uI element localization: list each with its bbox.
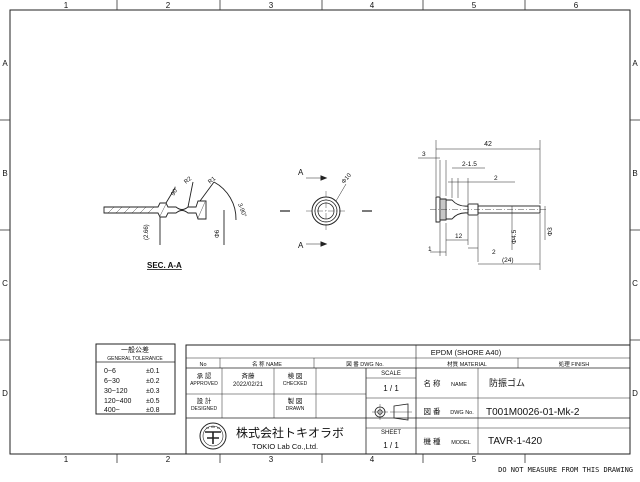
dim-2-top: 2 (494, 175, 498, 182)
approved-en: APPROVED (190, 381, 218, 387)
header-dwg: 図 番 DWG No. (346, 361, 384, 368)
tol-value-2: ±0.3 (146, 388, 160, 395)
designed-en: DESIGNED (191, 406, 218, 412)
checker-name: 斉藤 (242, 371, 256, 380)
header-finish: 処理 FINISH (559, 360, 590, 368)
company-name-en: TOKIO Lab Co.,Ltd. (252, 442, 318, 451)
dim-phi10: Φ10 (341, 172, 353, 185)
row-label-right-d: D (632, 389, 638, 398)
col-label-bottom-4: 4 (370, 455, 375, 464)
check-date: 2022/02/21 (233, 382, 264, 388)
name-value: 防振ゴム (489, 377, 525, 388)
model-label-en: MODEL (451, 440, 471, 446)
dim-3-90: 3-90° (236, 203, 247, 219)
company-logo-icon (199, 422, 227, 450)
checked-en: CHECKED (283, 381, 308, 387)
tolerance-subtitle: GENERAL TOLERANCE (107, 356, 163, 362)
header-name: 名 称 NAME (252, 360, 282, 368)
row-label-left-d: D (2, 389, 8, 398)
col-label-top-4: 4 (370, 1, 375, 10)
dwg-value: T001M0026-01-Mk-2 (486, 407, 580, 418)
col-label-top-1: 1 (64, 1, 69, 10)
row-label-right-b: B (632, 169, 637, 178)
dim-r1: R1 (207, 176, 217, 186)
sheet-value: 1 / 1 (383, 441, 399, 450)
row-label-right-a: A (632, 59, 638, 68)
side-view (418, 140, 548, 270)
dim-42: 42 (484, 141, 492, 148)
col-label-top-3: 3 (269, 1, 274, 10)
section-hatch (107, 201, 206, 219)
company-name-jp: 株式会社トキオラボ (236, 425, 344, 440)
section-marker-top: A (298, 168, 304, 177)
dim-phi6: Φ6 (215, 229, 221, 238)
tol-value-1: ±0.2 (146, 378, 160, 385)
col-label-top-6: 6 (574, 1, 579, 10)
dim-24: (24) (502, 257, 514, 264)
tol-range-0: 0~6 (104, 368, 116, 375)
tol-value-3: ±0.5 (146, 398, 160, 405)
dim-12: 12 (455, 233, 463, 240)
section-label: SEC. A-A (147, 261, 182, 270)
third-angle-projection-icon (372, 403, 412, 421)
dim-2-1-5: 2-1.5 (462, 161, 477, 168)
checked-jp: 検 図 (288, 371, 303, 380)
sheet-label: SHEET (381, 430, 401, 436)
dim-phi4-5: Φ4.5 (511, 229, 518, 244)
row-label-left-b: B (2, 169, 7, 178)
section-outline (103, 200, 207, 220)
dim-angle-90: 90° (171, 186, 181, 197)
dim-3: 3 (422, 151, 426, 158)
designed-jp: 設 計 (197, 396, 212, 405)
name-label-jp: 名 称 (423, 378, 441, 388)
sheet-border (9, 9, 631, 455)
col-label-top-2: 2 (166, 1, 171, 10)
dim-2-66: (2.66) (144, 224, 150, 240)
row-label-left-c: C (2, 279, 8, 288)
dim-phi3: Φ3 (547, 227, 554, 236)
tol-range-1: 6~30 (104, 378, 120, 385)
header-no: No (199, 362, 206, 368)
zone-ticks (0, 0, 640, 463)
col-label-bottom-2: 2 (166, 455, 171, 464)
dwg-label-jp: 図 番 (423, 406, 441, 416)
tol-value-4: ±0.8 (146, 407, 160, 414)
drawn-en: DRAWN (286, 406, 305, 412)
section-view (103, 181, 237, 245)
col-label-bottom-1: 1 (64, 455, 69, 464)
col-label-top-5: 5 (472, 1, 477, 10)
row-label-right-c: C (632, 279, 638, 288)
dim-2-bottom: 2 (492, 249, 496, 256)
end-view (280, 175, 372, 247)
header-material: 材質 MATERIAL (447, 360, 487, 368)
scale-value: 1 / 1 (383, 384, 399, 393)
title-block (185, 344, 631, 455)
footer-note: DO NOT MEASURE FROM THIS DRAWING (498, 466, 633, 474)
material-value: EPDM (SHORE A40) (431, 348, 502, 357)
row-label-left-a: A (2, 59, 8, 68)
dim-1: 1 (428, 246, 432, 253)
dwg-label-en: DWG No. (450, 410, 474, 416)
model-label-jp: 機 種 (423, 436, 441, 446)
dim-r2: R2 (183, 176, 193, 186)
col-label-bottom-3: 3 (269, 455, 274, 464)
approved-jp: 承 認 (197, 371, 212, 380)
model-value: TAVR-1-420 (488, 436, 543, 447)
scale-label: SCALE (381, 371, 401, 377)
tol-range-2: 30~120 (104, 388, 128, 395)
drawn-jp: 製 図 (288, 396, 303, 405)
name-label-en: NAME (451, 382, 467, 388)
section-marker-bottom: A (298, 241, 304, 250)
tolerance-table: 一般公差 GENERAL TOLERANCE 0~6 ±0.1 6~30 ±0.… (95, 343, 176, 415)
tol-range-4: 400~ (104, 407, 120, 414)
tol-value-0: ±0.1 (146, 368, 160, 375)
tolerance-title: 一般公差 (121, 345, 149, 354)
col-label-bottom-5: 5 (472, 455, 477, 464)
tol-range-3: 120~400 (104, 398, 132, 405)
